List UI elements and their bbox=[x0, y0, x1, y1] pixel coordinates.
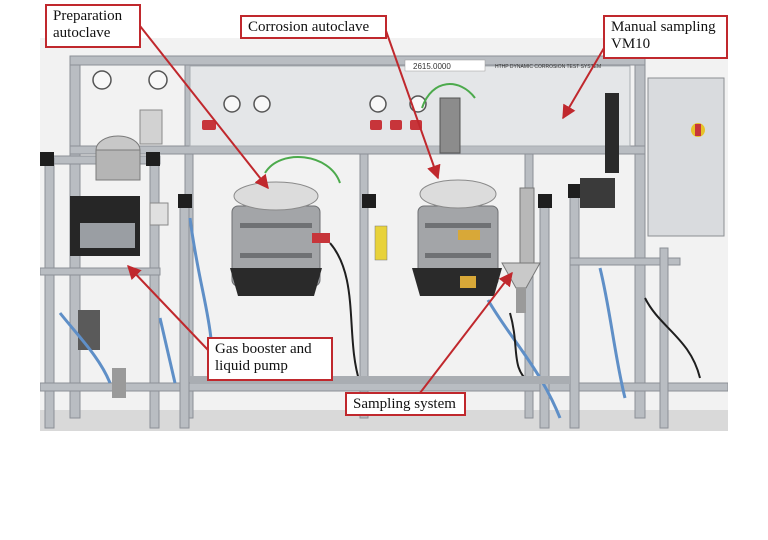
photo-floor bbox=[40, 410, 728, 431]
cable-tray bbox=[190, 376, 570, 384]
callout-manual-sampling: Manual sampling VM10 bbox=[603, 15, 728, 59]
callout-sampling-text: Sampling system bbox=[353, 396, 456, 412]
manual-sampling-column bbox=[580, 93, 619, 208]
callout-preparation-autoclave: Preparation autoclave bbox=[45, 4, 141, 48]
equipment-photo: 2615.0000 HTHP DYNAMIC CORROSION TEST SY… bbox=[40, 38, 728, 431]
serial-number: 2615.0000 bbox=[413, 62, 451, 71]
panel-title-text: HTHP DYNAMIC CORROSION TEST SYSTEM bbox=[495, 64, 601, 70]
callout-sampling-system: Sampling system bbox=[345, 392, 466, 416]
arrow-manual-sampling bbox=[562, 47, 605, 120]
preparation-autoclave-vessel bbox=[95, 109, 163, 181]
arrow-sampling-system bbox=[419, 271, 513, 394]
corrosion-autoclave-right bbox=[412, 179, 502, 296]
gas-booster-unit bbox=[70, 196, 169, 398]
callout-corrosion-autoclave: Corrosion autoclave bbox=[240, 15, 387, 39]
callout-preparation-line1: Preparation bbox=[53, 8, 123, 24]
arrow-corrosion-autoclave bbox=[384, 27, 441, 180]
callout-gas-line1: Gas booster and bbox=[215, 341, 312, 357]
callout-gas-line2: liquid pump bbox=[215, 358, 288, 374]
arrow-gas-booster bbox=[127, 264, 209, 351]
callout-preparation-line2: autoclave bbox=[53, 25, 111, 41]
callout-corrosion-text: Corrosion autoclave bbox=[248, 19, 370, 35]
callout-manual-line2: VM10 bbox=[611, 36, 651, 52]
green-tubing bbox=[264, 83, 476, 184]
callout-manual-line1: Manual sampling bbox=[611, 19, 716, 35]
blue-tubing bbox=[58, 217, 627, 419]
top-cylinder bbox=[439, 97, 461, 154]
sampling-funnel bbox=[501, 187, 541, 313]
yellow-label bbox=[374, 225, 388, 261]
electrical-cabinet bbox=[647, 77, 725, 237]
arrow-preparation-autoclave bbox=[139, 25, 269, 190]
name-plate bbox=[404, 59, 486, 72]
callout-gas-booster: Gas booster and liquid pump bbox=[207, 337, 333, 381]
